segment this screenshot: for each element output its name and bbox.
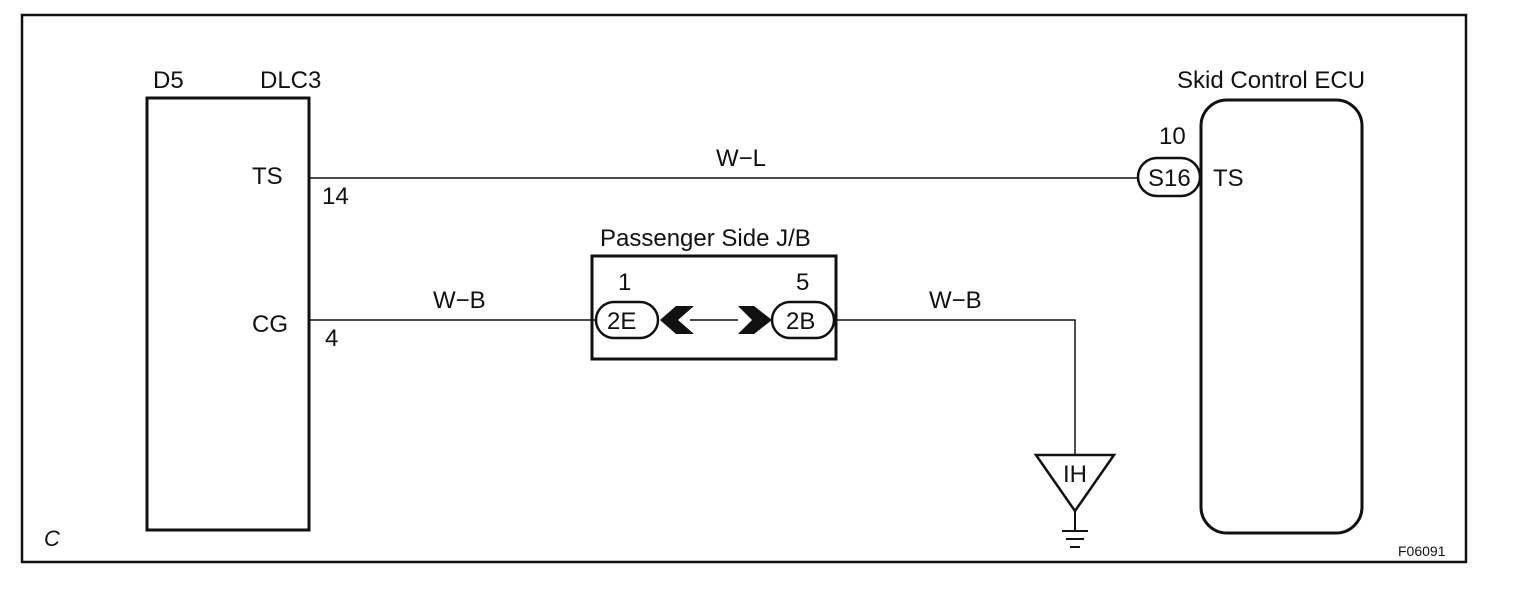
ecu-connector-code: S16 [1148,165,1191,192]
ecu-terminal: TS [1213,165,1244,192]
ecu-box [1199,98,1364,535]
dlc3-ts-terminal: TS [252,163,283,190]
ground-point-triangle [1033,453,1117,514]
ecu-pin-number: 10 [1159,123,1186,150]
dlc3-cg-terminal: CG [252,311,288,338]
jb-name: Passenger Side J/B [600,225,811,252]
jb-box [590,254,838,361]
jb-left-connector-code: 2E [607,308,636,335]
figure-code: F06091 [1398,543,1446,559]
jb-left-pin: 1 [618,269,631,296]
jb-left-connector-oval [594,300,660,340]
ts-wire-color: W−L [716,145,766,172]
ecu-name: Skid Control ECU [1177,67,1365,94]
dlc3-cg-pin-number: 4 [325,325,338,352]
ground-point-label: IH [1063,461,1087,488]
ground-wire-color: W−B [929,287,982,314]
dlc3-connector-code: D5 [153,67,184,94]
corner-label: C [44,526,60,551]
dlc3-name: DLC3 [260,67,321,94]
diagram-frame [20,13,1468,564]
jb-left-arrow-icon [660,306,694,334]
jb-right-pin: 5 [796,269,809,296]
dlc3-box [145,96,311,532]
cg-wire-color: W−B [433,287,486,314]
jb-right-connector-code: 2B [786,308,815,335]
jb-right-arrow-icon [738,306,772,334]
ecu-connector-oval [1136,156,1202,198]
ground-wire [834,319,1076,455]
ground-symbol-icon [1062,530,1088,548]
dlc3-ts-pin-number: 14 [322,183,349,210]
